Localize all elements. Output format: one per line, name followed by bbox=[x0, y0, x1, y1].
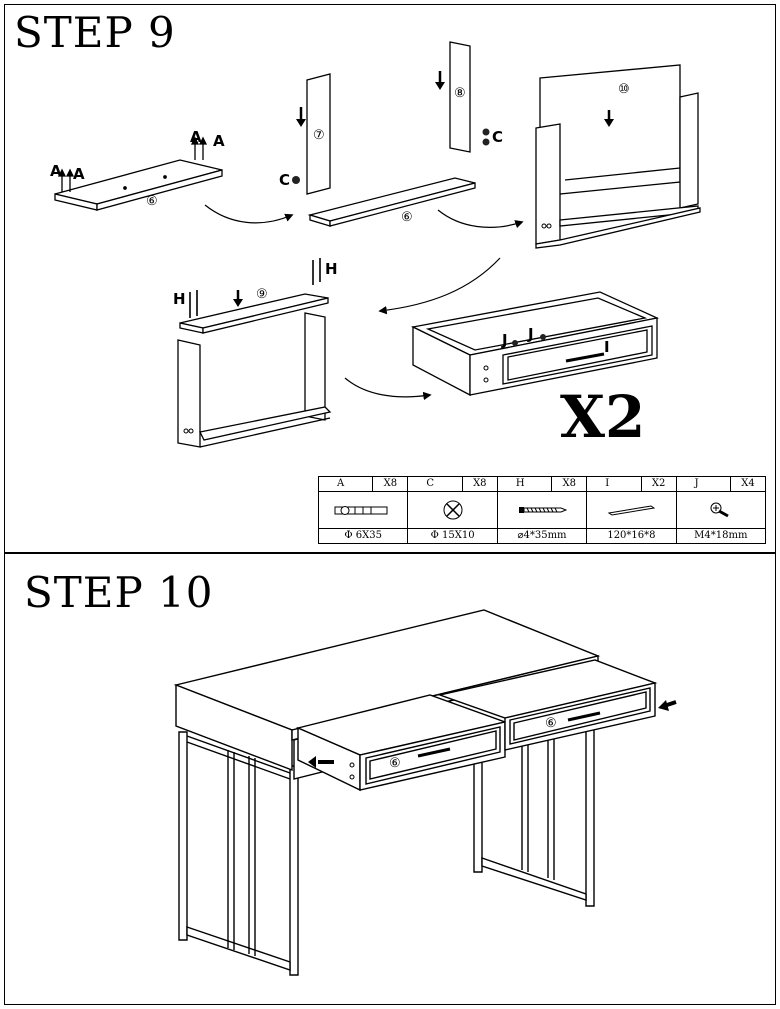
desk-leg-front-left bbox=[178, 731, 188, 941]
cam-lock-part-icon bbox=[408, 492, 496, 528]
part-h-size: ⌀4*35mm bbox=[497, 528, 587, 543]
flow-arrow-2 bbox=[437, 209, 524, 229]
screw-j-label-2: J bbox=[527, 325, 534, 343]
part-a-cell: A X8 Φ 6X35 bbox=[319, 477, 409, 543]
part-10-label: ⑩ bbox=[618, 82, 630, 97]
shelf-6-panel bbox=[54, 159, 223, 211]
part-6-label: ⑥ bbox=[146, 194, 158, 209]
screw-h-label-1: H bbox=[173, 290, 186, 308]
top-panel-9 bbox=[177, 293, 332, 448]
part-i-cell: I X2 120*16*8 bbox=[587, 477, 677, 543]
hardware-parts-table: A X8 Φ 6X35 C X8 Φ 15X10 H X8 bbox=[318, 476, 766, 544]
part-j-code: J bbox=[677, 477, 732, 491]
step-9-title: STEP 9 bbox=[14, 8, 176, 57]
desk-leg-front-right bbox=[289, 765, 299, 976]
desk-drawing bbox=[173, 609, 658, 976]
part-j-qty: X4 bbox=[741, 478, 755, 489]
drawer-left-label: ⑥ bbox=[389, 756, 401, 771]
down-arrow-head-icon-3 bbox=[604, 119, 614, 127]
wood-screw-icon bbox=[498, 492, 586, 528]
drawer-right-label: ⑥ bbox=[545, 716, 557, 731]
drawer-handle-icon bbox=[565, 352, 605, 363]
part-7-label: ⑦ bbox=[313, 128, 325, 143]
cam-c-label-1: C bbox=[279, 171, 290, 189]
step-10-title: STEP 10 bbox=[24, 568, 214, 617]
part-h-cell: H X8 ⌀4*35mm bbox=[497, 477, 588, 543]
down-arrow-head-icon-4 bbox=[233, 299, 243, 307]
screw-j-label-1: J bbox=[501, 331, 508, 349]
cam-lock-icon-3 bbox=[482, 138, 490, 146]
part-h-qty: X8 bbox=[562, 478, 576, 489]
part-6-label-2: ⑥ bbox=[401, 210, 413, 225]
part-8-label: ⑧ bbox=[454, 86, 466, 101]
flow-arrow-3 bbox=[378, 257, 501, 315]
part-j-size: M4*18mm bbox=[676, 528, 766, 543]
drawer-handle-left-icon bbox=[417, 747, 451, 758]
quantity-multiplier: X2 bbox=[560, 383, 646, 451]
part-c-size: Φ 15X10 bbox=[408, 528, 497, 543]
drawer-box bbox=[410, 291, 660, 397]
dowel-a-label-1: A bbox=[50, 162, 62, 180]
machine-screw-icon-2 bbox=[540, 334, 546, 340]
dowel-a-label-2: A bbox=[73, 165, 85, 183]
cam-lock-icon-2 bbox=[482, 128, 490, 136]
desk-side-panel bbox=[175, 683, 293, 772]
part-j-cell: J X4 M4*18mm bbox=[676, 477, 766, 543]
flow-arrow-1 bbox=[204, 204, 294, 224]
drawer-handle-right-icon bbox=[567, 711, 601, 722]
part-i-code: I bbox=[587, 477, 642, 491]
side-panel-7 bbox=[306, 73, 476, 227]
back-panel-10 bbox=[535, 64, 701, 249]
part-a-size: Φ 6X35 bbox=[319, 528, 408, 543]
machine-screw-icon bbox=[512, 340, 518, 346]
down-arrow-head-icon-2 bbox=[435, 82, 445, 90]
part-h-code: H bbox=[498, 477, 553, 491]
handle-i-label: I bbox=[604, 338, 610, 356]
desk-leg-back-right bbox=[585, 723, 595, 907]
part-i-size: 120*16*8 bbox=[587, 528, 676, 543]
down-arrow-head-icon bbox=[296, 119, 306, 127]
wood-screw-h-group bbox=[189, 258, 321, 318]
handle-icon bbox=[587, 492, 675, 528]
screw-h-label-2: H bbox=[325, 260, 338, 278]
side-panel-8 bbox=[449, 41, 471, 153]
dowel-icon bbox=[319, 492, 407, 528]
part-i-qty: X2 bbox=[651, 478, 666, 489]
part-c-qty: X8 bbox=[473, 478, 487, 489]
dowel-a-label-3: A bbox=[190, 128, 202, 146]
part-c-cell: C X8 Φ 15X10 bbox=[408, 477, 498, 543]
part-9-label: ⑨ bbox=[256, 287, 268, 302]
cam-lock-icon bbox=[292, 176, 300, 184]
dowel-a-label-4: A bbox=[213, 132, 225, 150]
cam-c-label-2: C bbox=[492, 128, 503, 146]
dowel-a-group-left bbox=[57, 136, 208, 192]
part-a-qty: X8 bbox=[383, 478, 398, 489]
machine-screw-icon-part bbox=[677, 492, 765, 528]
part-a-code: A bbox=[319, 477, 374, 491]
flow-arrow-4 bbox=[344, 377, 432, 401]
part-c-code: C bbox=[408, 477, 463, 491]
step-9-diagram: A A A A ⑥ ⑦ C ⑥ ⑧ C ⑩ bbox=[50, 41, 701, 448]
